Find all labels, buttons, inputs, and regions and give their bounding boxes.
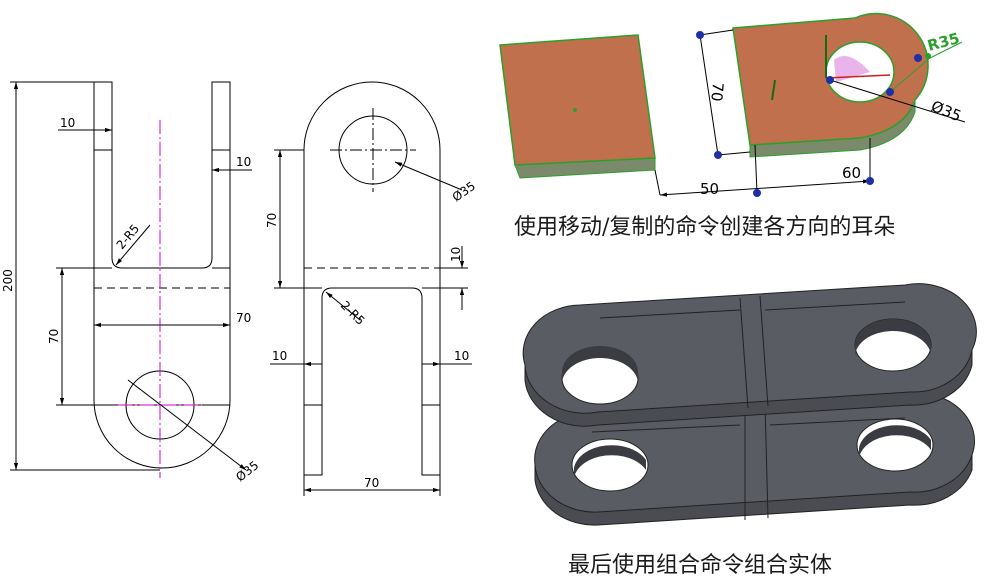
assembly-view: 最后使用组合命令组合实体 [522, 283, 977, 578]
upper-link [522, 283, 977, 427]
side-dim-upper-height: 70 [265, 213, 279, 228]
side-dim-fillet: 2-R5 [338, 298, 368, 328]
front-view-outline [93, 81, 231, 469]
dim-width: 70 [236, 311, 251, 325]
side-view-drawing [270, 81, 472, 496]
cad-dim-offset: 50 [700, 180, 719, 198]
dim-fillet: 2-R5 [114, 222, 143, 252]
dim-base-height: 70 [47, 329, 61, 344]
cad-dim-length: 60 [842, 164, 861, 182]
side-view-labels: Ø35 70 10 2-R5 10 10 70 [265, 179, 478, 490]
dim-overall-height: 200 [1, 269, 15, 292]
side-dim-width: 70 [364, 476, 379, 490]
cad-view: 70 R35 Ø35 50 60 使用移动/复制的命令创建各方向的耳朵 [499, 12, 966, 240]
front-view-drawing [10, 81, 252, 478]
side-dim-left-width: 10 [272, 349, 287, 363]
cad-dim-radius: R35 [926, 29, 962, 55]
dim-hole: Ø35 [233, 458, 261, 484]
cad-dim-hole: Ø35 [929, 97, 964, 125]
side-dim-plate: 10 [449, 247, 463, 262]
lower-link [534, 392, 975, 526]
side-view-outline [303, 81, 441, 476]
square-plate-top [499, 34, 656, 166]
assembly-caption: 最后使用组合命令组合实体 [568, 553, 832, 578]
front-view-labels: 200 10 10 2-R5 70 70 Ø35 [1, 116, 261, 484]
cad-caption: 使用移动/复制的命令创建各方向的耳朵 [514, 215, 895, 240]
side-dim-hole: Ø35 [450, 179, 478, 205]
dim-top-left-width: 10 [60, 116, 75, 130]
cad-dim-height: 70 [707, 82, 727, 103]
dim-top-right-width: 10 [236, 155, 251, 169]
side-dim-right-width: 10 [454, 349, 469, 363]
